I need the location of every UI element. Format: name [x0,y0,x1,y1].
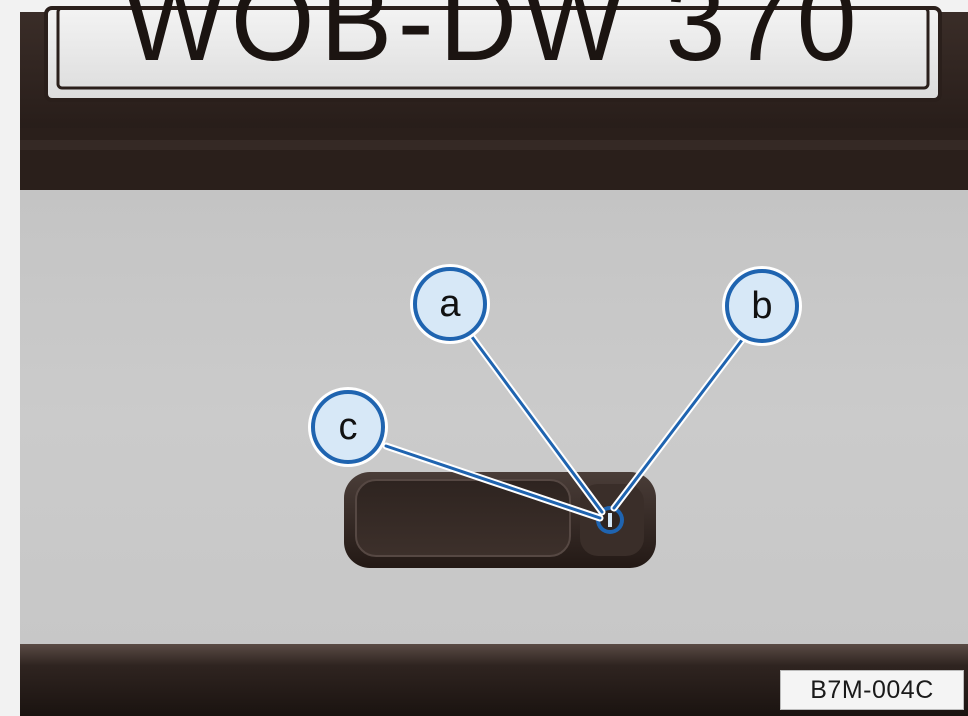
callout-a: a [413,267,487,341]
key-slot [608,513,612,527]
trim-highlight [20,140,968,150]
callout-a-label: a [439,282,461,325]
tailgate-panel [20,190,968,650]
callout-c: c [311,390,385,464]
callout-b: b [725,269,799,343]
plate-lower-trim [20,128,968,190]
license-plate-border [56,6,930,90]
leader-line-a [470,335,604,514]
callout-c-label: c [338,405,358,448]
leader-line-c [384,444,602,520]
callout-b-label: b [751,284,773,327]
handle-grip [355,479,571,557]
license-plate-text: WOB-DW 370 [123,0,863,82]
figure-code-label: B7M-004C [780,670,964,710]
leader-line-b [612,338,744,510]
